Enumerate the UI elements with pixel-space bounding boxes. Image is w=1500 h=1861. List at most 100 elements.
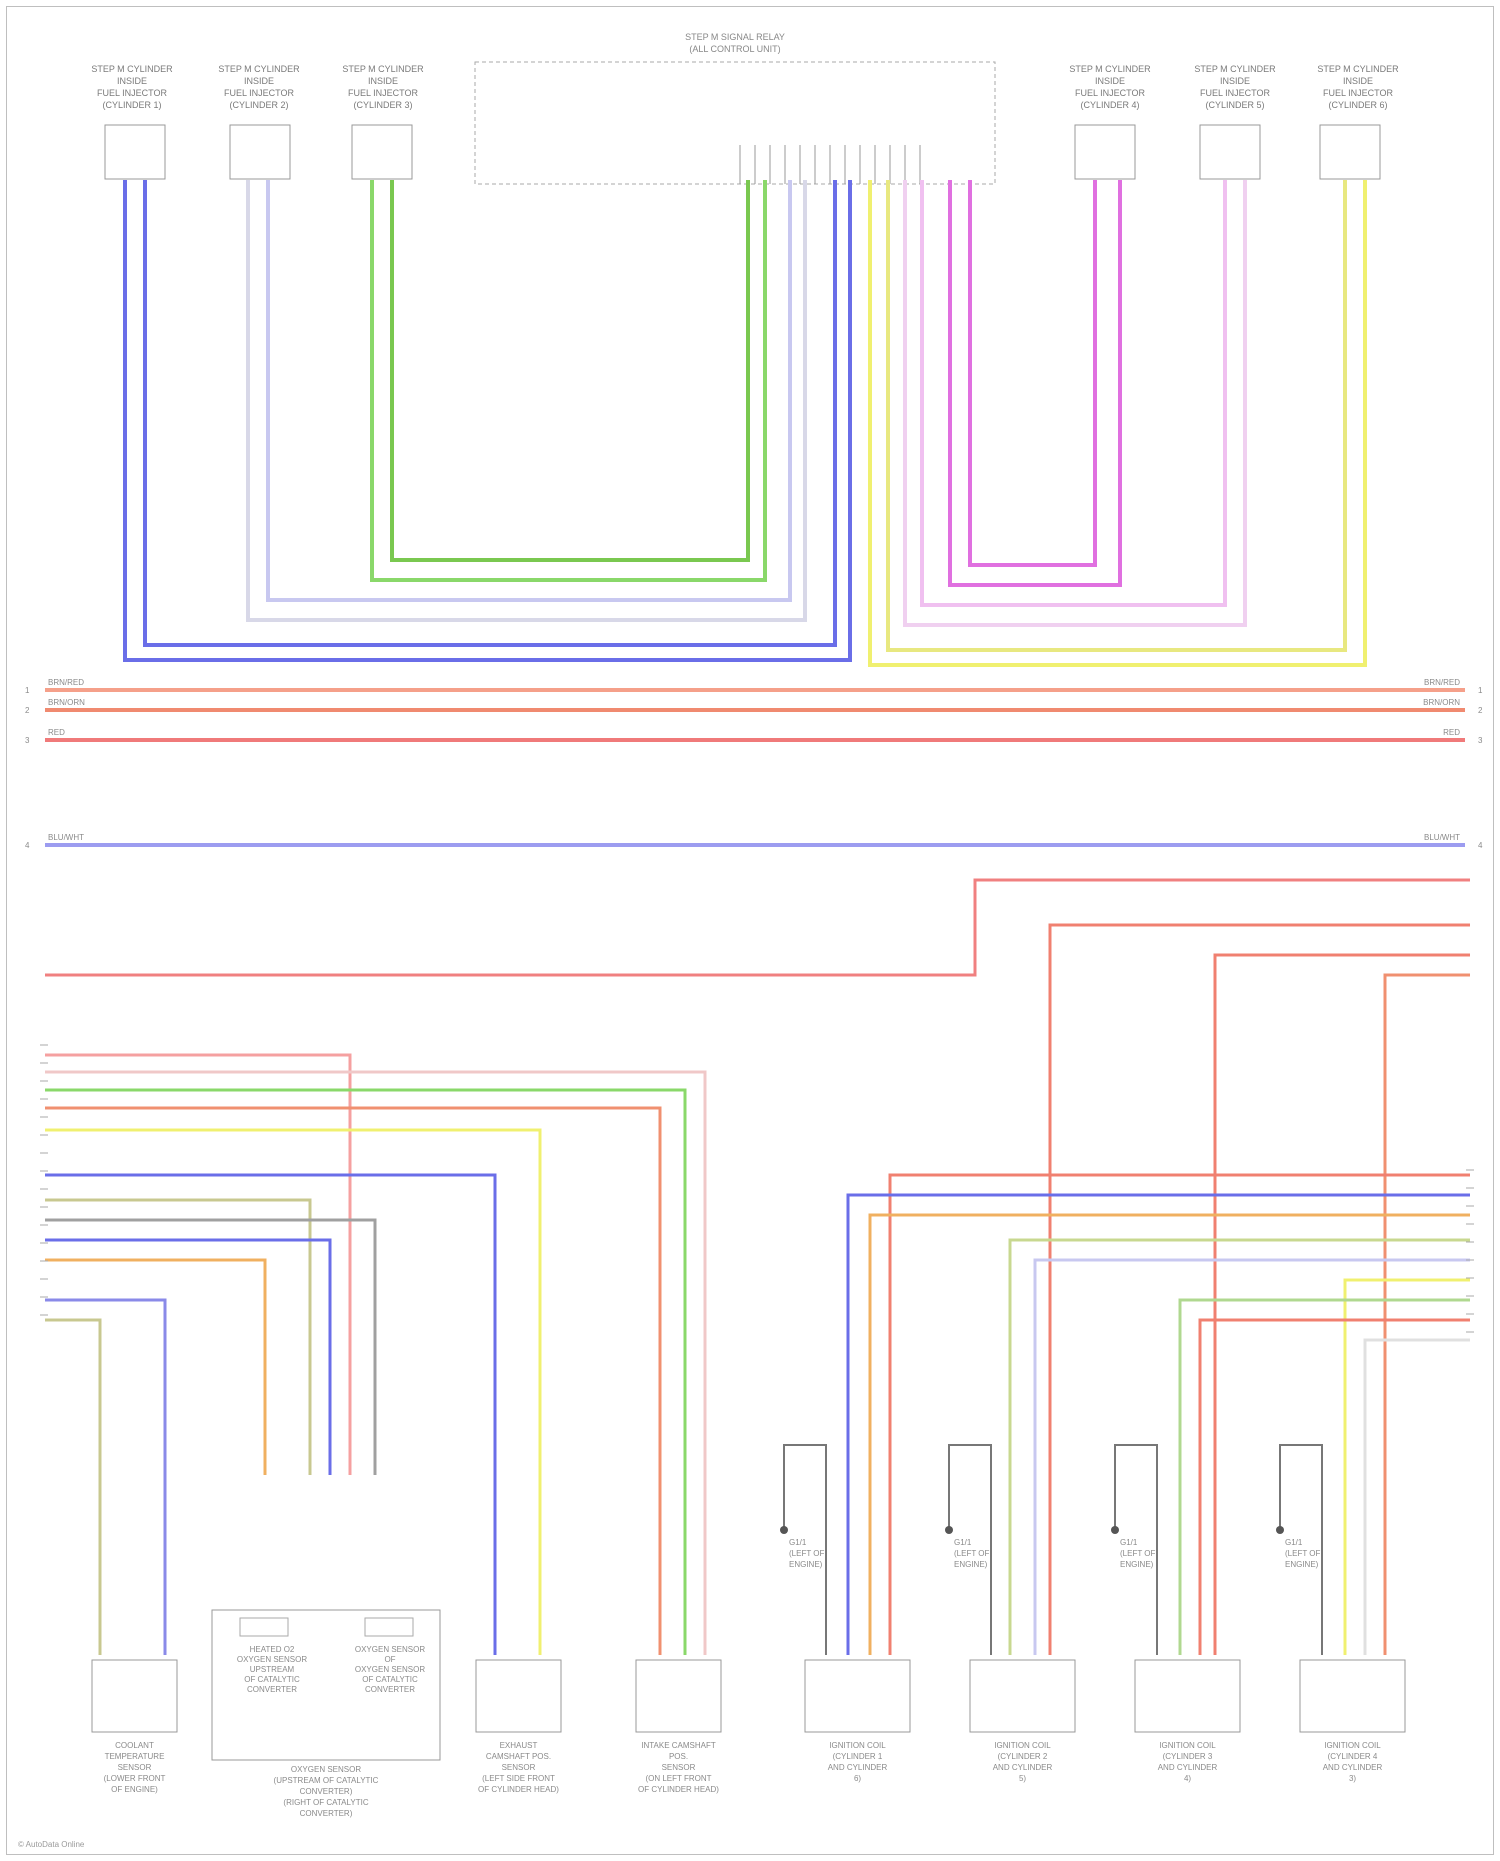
control-unit: STEP M SIGNAL RELAY (ALL CONTROL UNIT) [475,32,995,184]
wire-lower-4 [45,1108,660,1655]
oxygen-sub-connector-2 [365,1618,413,1636]
component-label: SENSOR [662,1763,696,1772]
component-5: IGNITION COIL(CYLINDER 1AND CYLINDER6) [805,1660,910,1783]
injector-label: INSIDE [368,76,398,86]
bus-label-right: BRN/ORN [1423,698,1460,707]
wire-white-1 [248,180,805,620]
oxygen-sensor-group: HEATED O2 OXYGEN SENSOR UPSTREAM OF CATA… [212,1610,440,1760]
component-label: AND CYLINDER [828,1763,888,1772]
injector-right-1: STEP M CYLINDER INSIDE FUEL INJECTOR (CY… [1069,64,1151,179]
injector-label: (CYLINDER 6) [1328,100,1387,110]
bus-label-right: BRN/RED [1424,678,1460,687]
wire-cross-1 [45,880,1470,975]
bus-label-left: BRN/ORN [48,698,85,707]
injector-label: STEP M CYLINDER [342,64,424,74]
component-label: (CYLINDER 3 [1163,1752,1213,1761]
component-label: IGNITION COIL [994,1741,1051,1750]
component-label: IGNITION COIL [1324,1741,1381,1750]
component-label: AND CYLINDER [1323,1763,1383,1772]
injector-label: FUEL INJECTOR [224,88,295,98]
component-label: OXYGEN SENSOR [291,1765,361,1774]
bus-num-left: 3 [25,736,30,745]
component-box [1135,1660,1240,1732]
wire-right-5 [848,1195,1470,1655]
injector-label: STEP M CYLINDER [91,64,173,74]
wire-lower-5 [45,1130,540,1655]
component-label: COOLANT [115,1741,154,1750]
wire-lower-6 [45,1175,495,1655]
component-label: POS. [669,1752,688,1761]
component-label: OF CYLINDER HEAD) [478,1785,559,1794]
component-label: (CYLINDER 4 [1328,1752,1378,1761]
component-label: SENSOR [118,1763,152,1772]
bus-num-right: 3 [1478,736,1483,745]
injector-box [105,125,165,179]
ground-label: ENGINE) [1120,1560,1154,1569]
component-label: (RIGHT OF CATALYTIC [283,1798,368,1807]
ground-point: G1/1(LEFT OFENGINE) [945,1445,991,1655]
control-unit-title-1: STEP M SIGNAL RELAY [685,32,785,42]
component-label: SENSOR [502,1763,536,1772]
ground-label: G1/1 [954,1538,972,1547]
injector-left-1: STEP M CYLINDER INSIDE FUEL INJECTOR (CY… [91,64,173,179]
injector-label: STEP M CYLINDER [1069,64,1151,74]
component-7: IGNITION COIL(CYLINDER 3AND CYLINDER4) [1135,1660,1240,1783]
injector-left-2: STEP M CYLINDER INSIDE FUEL INJECTOR (CY… [218,64,300,179]
oxygen-subpart-label: HEATED O2 [250,1645,295,1654]
oxygen-subpart-label: CONVERTER [247,1685,297,1694]
ground-label: (LEFT OF [1285,1549,1321,1558]
injector-label: INSIDE [1220,76,1250,86]
bus-label-left: BRN/RED [48,678,84,687]
bus-num-left: 2 [25,706,30,715]
bus-num-left: 4 [25,841,30,850]
top-wires [125,180,1365,665]
oxygen-subpart-label: CONVERTER [365,1685,415,1694]
ground-label: ENGINE) [1285,1560,1319,1569]
component-label: 6) [854,1774,861,1783]
wire-right-10 [1180,1300,1470,1655]
wire-right-7 [1010,1240,1470,1655]
oxygen-subpart-label: OXYGEN SENSOR [355,1665,425,1674]
wire-right-12 [1365,1340,1470,1655]
component-label: (LOWER FRONT [104,1774,166,1783]
wire-pink-white-2 [922,180,1225,605]
component-box [805,1660,910,1732]
bus-label-right: RED [1443,728,1460,737]
component-label: 5) [1019,1774,1026,1783]
injector-right-2: STEP M CYLINDER INSIDE FUEL INJECTOR (CY… [1194,64,1276,179]
injector-box [352,125,412,179]
component-label: OF ENGINE) [111,1785,158,1794]
bus-num-left: 1 [25,686,30,695]
wire-blue-1 [125,180,850,660]
injector-label: INSIDE [1343,76,1373,86]
injector-label: (CYLINDER 4) [1080,100,1139,110]
component-label: 4) [1184,1774,1191,1783]
ground-label: G1/1 [1120,1538,1138,1547]
component-label: CONVERTER) [300,1809,353,1818]
control-unit-title-2: (ALL CONTROL UNIT) [689,44,780,54]
component-label: AND CYLINDER [993,1763,1053,1772]
injector-box [1075,125,1135,179]
ground-label: (LEFT OF [1120,1549,1156,1558]
oxygen-subpart-label: OF [384,1655,395,1664]
injector-label: INSIDE [244,76,274,86]
injector-label: FUEL INJECTOR [348,88,419,98]
injector-label: FUEL INJECTOR [1200,88,1271,98]
component-box [636,1660,721,1732]
ground-dot [945,1526,953,1534]
wire-lower-1 [45,1055,350,1475]
wire-lower-11 [45,1300,165,1655]
wire-magenta-2 [970,180,1095,565]
wire-lavender-1 [268,180,790,600]
wire-green-1 [372,180,765,580]
oxygen-subpart-label: OF CATALYTIC [244,1675,300,1684]
ground-label: ENGINE) [954,1560,988,1569]
oxygen-sub-connector-1 [240,1618,288,1636]
injector-label: FUEL INJECTOR [97,88,168,98]
